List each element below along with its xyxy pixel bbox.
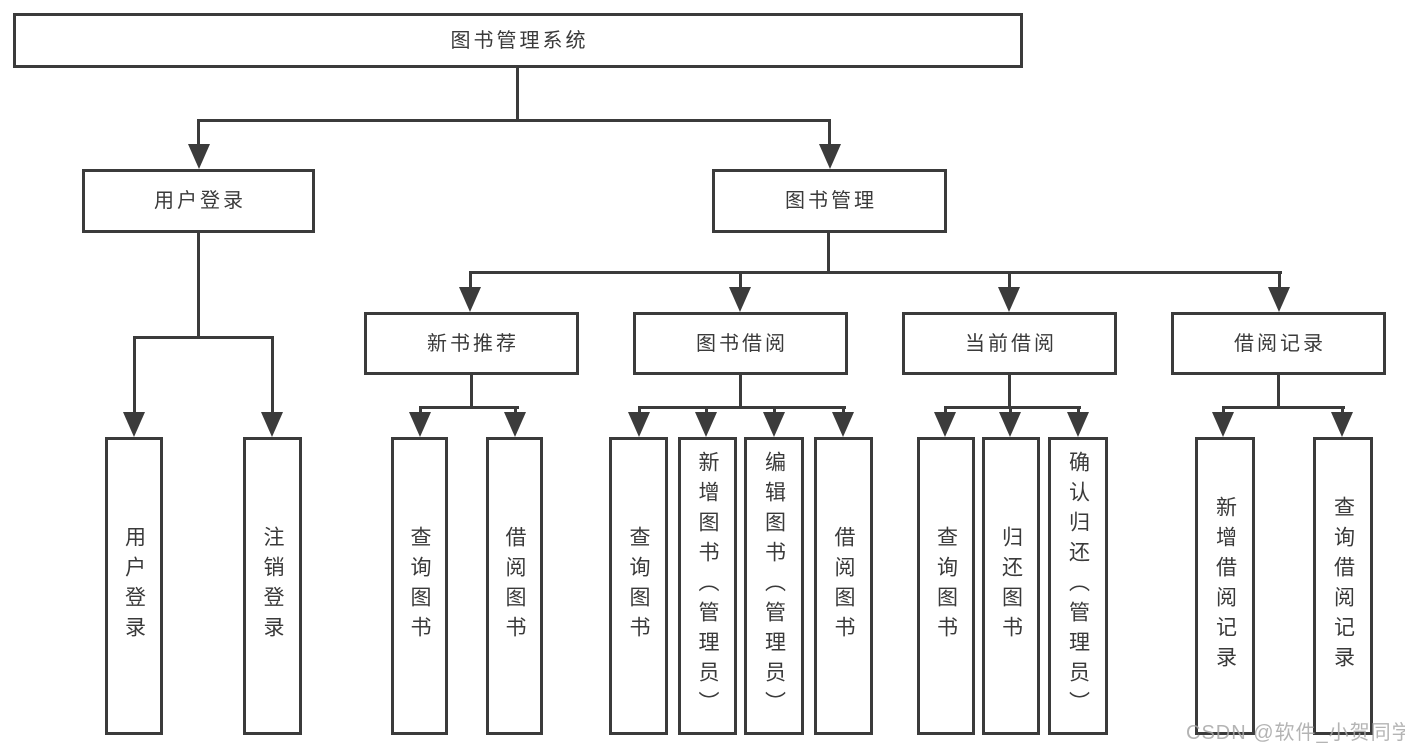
connector-line	[469, 271, 472, 290]
arrowhead-down-icon	[123, 412, 145, 437]
arrowhead-down-icon	[819, 144, 841, 169]
node-borrow-book-recommend: 借阅图书	[486, 437, 543, 735]
connector-line	[1222, 406, 1345, 409]
node-label: 新增借阅记录	[1213, 496, 1237, 676]
arrowhead-down-icon	[409, 412, 431, 437]
connector-line	[469, 271, 1282, 274]
node-label: 借阅图书	[832, 526, 855, 646]
node-add-book-admin: 新增图书（管理员）	[678, 437, 737, 735]
node-label: 借阅图书	[503, 526, 526, 646]
connector-line	[1009, 406, 1012, 415]
connector-line	[828, 119, 831, 146]
node-library-system: 图书管理系统	[13, 13, 1023, 68]
connector-line	[133, 336, 274, 339]
node-query-books-borrowing: 查询图书	[609, 437, 668, 735]
node-new-book-recommend: 新书推荐	[364, 312, 579, 375]
connector-line	[1222, 406, 1225, 415]
connector-line	[842, 406, 845, 415]
node-label: 新书推荐	[427, 332, 519, 355]
node-label: 注销登录	[261, 526, 284, 646]
connector-line	[773, 406, 776, 415]
node-logout: 注销登录	[243, 437, 302, 735]
node-label: 用户登录	[122, 526, 146, 646]
node-label: 新增图书（管理员）	[696, 451, 719, 721]
node-book-borrowing: 图书借阅	[633, 312, 848, 375]
connector-line	[516, 68, 519, 122]
arrowhead-down-icon	[628, 412, 650, 437]
node-label: 查询借阅记录	[1331, 496, 1355, 676]
connector-line	[638, 406, 846, 409]
connector-line	[197, 119, 200, 146]
arrowhead-down-icon	[695, 412, 717, 437]
connector-line	[133, 336, 136, 414]
node-label: 确认归还（管理员）	[1066, 451, 1090, 721]
connector-line	[1008, 271, 1011, 290]
arrowhead-down-icon	[832, 412, 854, 437]
node-label: 图书管理系统	[450, 29, 589, 52]
arrowhead-down-icon	[1212, 412, 1234, 437]
connector-line	[1278, 271, 1281, 290]
connector-line	[944, 406, 947, 415]
arrowhead-down-icon	[459, 287, 481, 312]
connector-line	[705, 406, 708, 415]
connector-line	[944, 406, 1081, 409]
arrowhead-down-icon	[998, 287, 1020, 312]
node-current-borrowing: 当前借阅	[902, 312, 1117, 375]
connector-line	[638, 406, 641, 415]
arrowhead-down-icon	[1268, 287, 1290, 312]
node-book-management: 图书管理	[712, 169, 947, 233]
arrowhead-down-icon	[504, 412, 526, 437]
node-query-borrow-record: 查询借阅记录	[1313, 437, 1373, 735]
node-label: 编辑图书（管理员）	[762, 451, 786, 721]
connector-line	[271, 336, 274, 414]
node-query-books-current: 查询图书	[917, 437, 975, 735]
connector-line	[514, 406, 517, 415]
connector-line	[470, 375, 473, 409]
node-user-login: 用户登录	[105, 437, 163, 735]
connector-line	[739, 375, 742, 409]
connector-line	[197, 119, 831, 122]
node-label: 当前借阅	[965, 332, 1057, 355]
arrowhead-down-icon	[261, 412, 283, 437]
connector-line	[1341, 406, 1344, 415]
connector-line	[1277, 375, 1280, 409]
arrowhead-down-icon	[763, 412, 785, 437]
connector-line	[197, 233, 200, 339]
node-label: 图书借阅	[696, 332, 788, 355]
connector-line	[419, 406, 422, 415]
node-label: 用户登录	[154, 190, 246, 212]
node-label: 查询图书	[627, 526, 650, 646]
connector-line	[739, 271, 742, 290]
node-label: 图书管理	[785, 190, 877, 212]
arrowhead-down-icon	[729, 287, 751, 312]
node-edit-book-admin: 编辑图书（管理员）	[744, 437, 804, 735]
node-query-books-recommend: 查询图书	[391, 437, 448, 735]
connector-line	[419, 406, 519, 409]
node-user-login-group: 用户登录	[82, 169, 315, 233]
node-label: 查询图书	[934, 526, 958, 646]
arrowhead-down-icon	[934, 412, 956, 437]
node-return-book: 归还图书	[982, 437, 1040, 735]
node-borrow-book: 借阅图书	[814, 437, 873, 735]
arrowhead-down-icon	[188, 144, 210, 169]
node-label: 借阅记录	[1234, 332, 1326, 355]
arrowhead-down-icon	[1331, 412, 1353, 437]
connector-line	[1077, 406, 1080, 415]
arrowhead-down-icon	[999, 412, 1021, 437]
connector-line	[1008, 375, 1011, 409]
node-label: 归还图书	[999, 526, 1023, 646]
connector-line	[827, 233, 830, 274]
node-label: 查询图书	[408, 526, 431, 646]
node-confirm-return-admin: 确认归还（管理员）	[1048, 437, 1108, 735]
node-add-borrow-record: 新增借阅记录	[1195, 437, 1255, 735]
node-borrowing-records: 借阅记录	[1171, 312, 1386, 375]
arrowhead-down-icon	[1067, 412, 1089, 437]
